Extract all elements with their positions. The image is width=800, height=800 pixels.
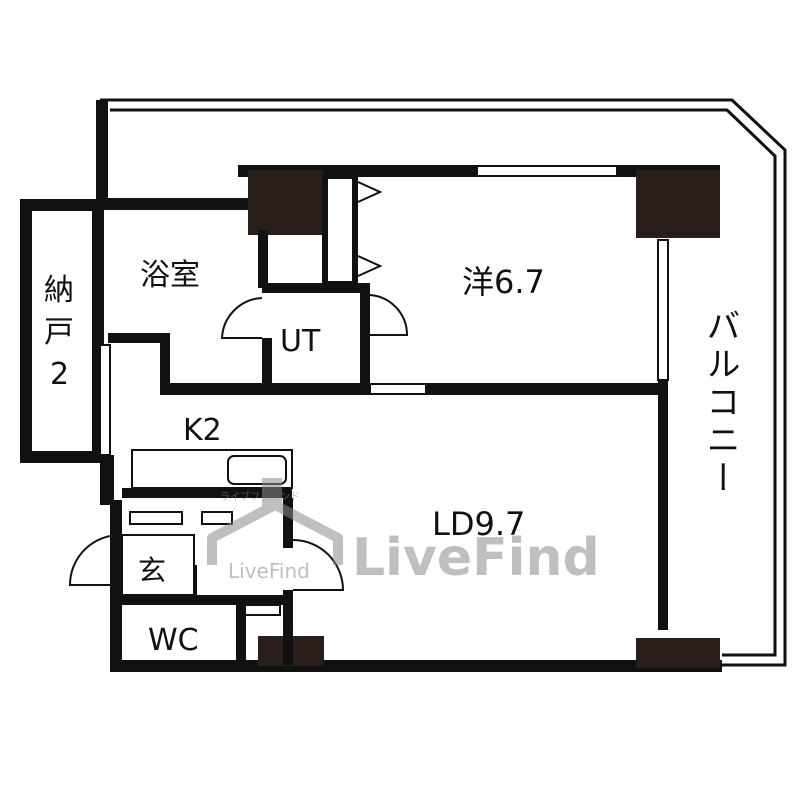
house-logo-icon [207,478,343,565]
windows [99,165,669,456]
entrance-details [121,511,281,616]
room-labels: 納 戸 2 浴室 UT 洋6.7 K2 LD9.7 玄 WC バルコニー [44,258,740,658]
watermark-inner-text: LiveFind [228,559,310,583]
balcony-label: バルコニー [700,308,740,498]
watermark-brand-text: LiveFind [352,528,600,588]
storage-label-line3: 2 [50,357,69,392]
kitchen-counter [131,449,293,489]
pillars [248,170,720,668]
livefind-watermark: ライブファインド LiveFind LiveFind [207,478,600,588]
closet-doors [357,181,383,277]
storage-room [20,199,104,463]
kitchen-label: K2 [183,413,222,448]
storage-label-line2: 戸 [44,315,74,350]
bath-label: 浴室 [140,258,200,293]
toilet-label: WC [148,623,199,658]
utility-label: UT [280,324,321,359]
watermark-small-caption: ライブファインド [220,490,300,503]
entrance-label: 玄 [138,554,166,587]
storage-label-line1: 納 [44,273,74,308]
door-swings [68,294,409,601]
living-dining-label: LD9.7 [432,505,525,543]
western-room-label: 洋6.7 [462,263,545,301]
balcony-outline [100,98,787,667]
